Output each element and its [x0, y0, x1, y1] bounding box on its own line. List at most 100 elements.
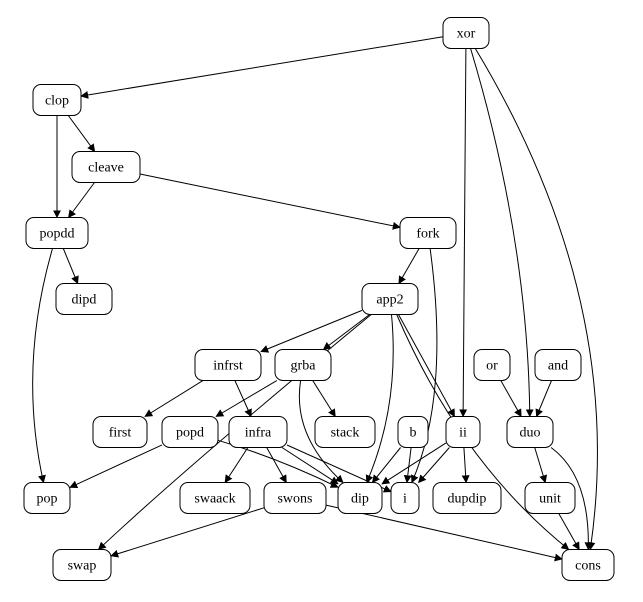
nodes-layer: xor clop cleave popdd dipd fork app2 infrst grba…	[23, 17, 615, 581]
node-box-cleave	[71, 151, 141, 183]
node-label-or: or	[486, 359, 498, 374]
node-label-clop: clop	[45, 94, 69, 109]
node-box-b	[397, 416, 429, 448]
graph-node-dupdip: dupdip	[432, 482, 502, 514]
edge-infrst-to-first	[144, 380, 204, 417]
node-box-stack	[314, 416, 376, 448]
node-box-popdd	[25, 217, 89, 249]
edge-b-to-i	[403, 447, 412, 484]
node-label-infra: infra	[245, 426, 272, 441]
node-label-first: first	[109, 426, 132, 441]
node-box-pop	[23, 482, 71, 514]
graph-node-swaack: swaack	[179, 482, 251, 514]
edge-cleave-to-popdd	[68, 182, 95, 219]
edge-app2-to-grba	[322, 314, 370, 350]
graph-node-dip: dip	[337, 482, 383, 514]
edge-cleave-to-fork	[139, 173, 401, 230]
node-box-ii	[445, 416, 481, 448]
graph-node-duo: duo	[506, 416, 554, 448]
node-label-unit: unit	[539, 492, 561, 507]
edge-swons-to-cons	[325, 504, 563, 562]
node-label-grba: grba	[291, 359, 317, 374]
node-label-swap: swap	[68, 559, 97, 574]
graph-node-unit: unit	[524, 482, 576, 514]
graph-node-clop: clop	[32, 84, 82, 116]
node-label-fork: fork	[416, 227, 439, 242]
graph-node-pop: pop	[23, 482, 71, 514]
node-label-swaack: swaack	[194, 492, 235, 507]
node-box-or	[473, 349, 511, 381]
graph-node-xor: xor	[442, 17, 490, 49]
graph-node-first: first	[92, 416, 148, 448]
node-box-unit	[524, 482, 576, 514]
edge-swons-to-swap	[110, 507, 265, 558]
node-label-cons: cons	[575, 559, 601, 574]
edge-ii-to-dupdip	[461, 447, 470, 484]
edge-infrst-to-infra	[234, 380, 252, 418]
edge-infra-to-swons	[266, 447, 287, 484]
edge-unit-to-cons	[558, 513, 580, 551]
edge-clop-to-cleave	[67, 115, 96, 153]
node-label-swons: swons	[277, 492, 312, 507]
node-box-and	[534, 349, 582, 381]
node-label-stack: stack	[331, 426, 360, 441]
node-box-cons	[561, 549, 615, 581]
edge-app2-to-ii	[398, 314, 455, 418]
edge-b-to-dip	[371, 447, 401, 484]
edge-duo-to-cons	[550, 447, 593, 551]
node-box-popd	[161, 416, 219, 448]
node-label-cleave: cleave	[88, 161, 124, 176]
graph-node-cleave: cleave	[71, 151, 141, 183]
node-label-app2: app2	[376, 293, 403, 308]
edge-ii-to-dip	[381, 442, 447, 485]
edge-xor-to-duo	[470, 48, 534, 418]
graph-node-swap: swap	[52, 549, 112, 581]
edge-xor-to-clop	[80, 36, 444, 99]
graph-node-ii: ii	[445, 416, 481, 448]
graph-node-popd: popd	[161, 416, 219, 448]
graph-node-stack: stack	[314, 416, 376, 448]
edge-grba-to-dip	[298, 380, 344, 484]
node-box-dip	[337, 482, 383, 514]
node-box-dupdip	[432, 482, 502, 514]
node-box-first	[92, 416, 148, 448]
graph-node-i: i	[390, 482, 420, 514]
node-label-dipd: dipd	[72, 293, 97, 308]
edge-fork-to-app2	[398, 248, 420, 285]
graph-node-and: and	[534, 349, 582, 381]
node-box-dipd	[55, 283, 113, 315]
node-label-i: i	[403, 492, 407, 507]
node-box-duo	[506, 416, 554, 448]
edge-or-to-duo	[500, 380, 522, 418]
node-label-popd: popd	[176, 426, 204, 441]
edge-app2-to-dip	[365, 314, 394, 484]
node-box-fork	[399, 217, 457, 249]
edge-duo-to-unit	[534, 447, 548, 484]
node-label-duo: duo	[520, 426, 541, 441]
edge-app2-to-infrst	[260, 309, 363, 353]
node-label-pop: pop	[37, 492, 58, 507]
edge-popdd-to-dipd	[62, 248, 79, 285]
graph-node-b: b	[397, 416, 429, 448]
edge-infra-to-dip	[281, 447, 339, 485]
graph-node-fork: fork	[399, 217, 457, 249]
edge-and-to-duo	[535, 380, 552, 418]
graph-node-grba: grba	[274, 349, 332, 381]
edge-xor-to-cons	[474, 48, 598, 551]
node-box-swap	[52, 549, 112, 581]
node-box-swaack	[179, 482, 251, 514]
graph-node-or: or	[473, 349, 511, 381]
graph-node-popdd: popdd	[25, 217, 89, 249]
edge-popd-to-pop	[69, 444, 163, 489]
edge-grba-to-stack	[312, 380, 336, 418]
node-label-ii: ii	[459, 426, 467, 441]
edge-ii-to-i	[418, 447, 450, 484]
graph-node-infrst: infrst	[194, 349, 262, 381]
graph-node-swons: swons	[263, 482, 327, 514]
node-label-dip: dip	[351, 492, 369, 507]
node-label-popdd: popdd	[40, 227, 75, 242]
node-box-infrst	[194, 349, 262, 381]
node-label-and: and	[548, 359, 568, 374]
